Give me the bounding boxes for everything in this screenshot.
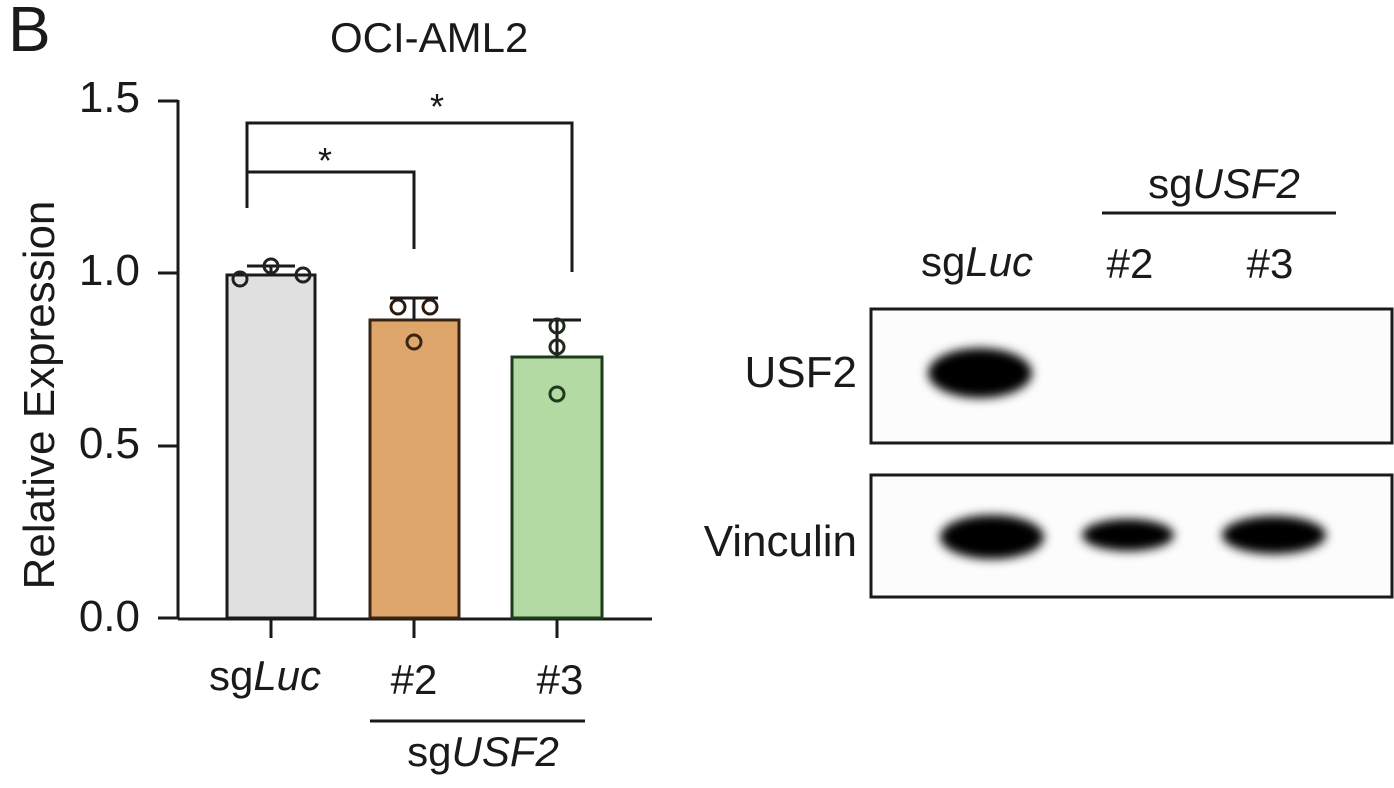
- y-tick-0-5: 0.5: [78, 419, 140, 468]
- band-usf2-sgluc: [928, 348, 1032, 398]
- x-label-2: #2: [390, 656, 438, 703]
- x-label-sgluc: sgLuc: [208, 652, 322, 699]
- panel-letter: B: [8, 0, 51, 65]
- blot-group-label: sgUSF2: [1148, 160, 1300, 207]
- significance-star-2: *: [318, 140, 333, 181]
- blot-lane-3: #3: [1246, 240, 1294, 287]
- bar-sgluc: [225, 273, 317, 620]
- bar-sgusf2-2: [368, 318, 461, 620]
- x-label-3: #3: [536, 656, 584, 703]
- band-vinculin-2: [1082, 519, 1174, 551]
- band-vinculin-sgluc: [940, 515, 1044, 559]
- y-tick-0: 0.0: [78, 592, 140, 641]
- blot-row-usf2: USF2: [744, 348, 857, 397]
- blot-row-vinculin: Vinculin: [703, 517, 857, 566]
- blot-lane-2: #2: [1106, 240, 1154, 287]
- y-tick-1-0: 1.0: [78, 246, 140, 295]
- significance-star-3: *: [430, 86, 445, 127]
- significance-brackets: [245, 121, 574, 272]
- blot-frames: [869, 307, 1394, 599]
- x-group-label: sgUSF2: [407, 728, 559, 775]
- y-tick-1-5: 1.5: [78, 73, 140, 122]
- blot-bands: [928, 348, 1326, 559]
- bar-sgusf2-3: [510, 355, 604, 620]
- chart-title: OCI-AML2: [330, 14, 529, 61]
- blot-lane-sgluc: sgLuc: [920, 238, 1034, 285]
- band-vinculin-3: [1222, 516, 1326, 554]
- data-points: [231, 257, 566, 403]
